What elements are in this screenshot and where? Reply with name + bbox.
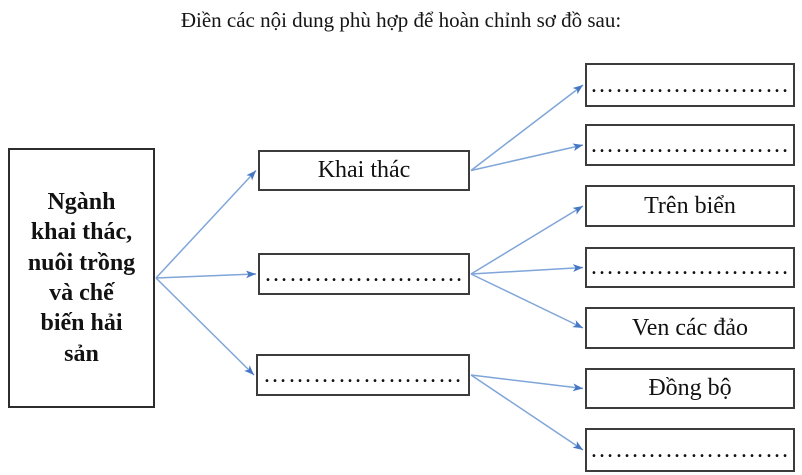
node-blank-leaf-4: …………………… bbox=[585, 428, 795, 472]
connector-arrow bbox=[470, 264, 584, 275]
node-blank-leaf-2: …………………… bbox=[585, 124, 795, 166]
node-blank-leaf-1: …………………… bbox=[585, 63, 795, 107]
node-root-nganh-khai-thac: Ngành khai thác, nuôi trồng và chế biến … bbox=[8, 148, 155, 408]
page-title: Điền các nội dung phù hợp để hoàn chỉnh … bbox=[180, 8, 622, 32]
connector-arrow bbox=[470, 273, 584, 329]
node-blank-mid-1: …………………… bbox=[258, 253, 470, 295]
node-blank-mid-2: …………………… bbox=[256, 354, 470, 396]
connector-arrow bbox=[470, 374, 584, 451]
connector-arrow bbox=[470, 374, 584, 392]
connector-arrow bbox=[470, 84, 584, 172]
connector-arrow bbox=[155, 270, 257, 279]
connector-arrow bbox=[155, 169, 257, 279]
connector-arrow bbox=[470, 205, 584, 275]
connector-arrow bbox=[470, 143, 584, 172]
node-blank-leaf-3: …………………… bbox=[585, 247, 795, 288]
node-tren-bien: Trên biển bbox=[585, 185, 795, 227]
node-khai-thac: Khai thác bbox=[258, 150, 470, 191]
node-dong-bo: Đồng bộ bbox=[585, 368, 795, 409]
connector-arrow bbox=[155, 277, 255, 376]
node-ven-cac-dao: Ven các đảo bbox=[585, 307, 795, 349]
